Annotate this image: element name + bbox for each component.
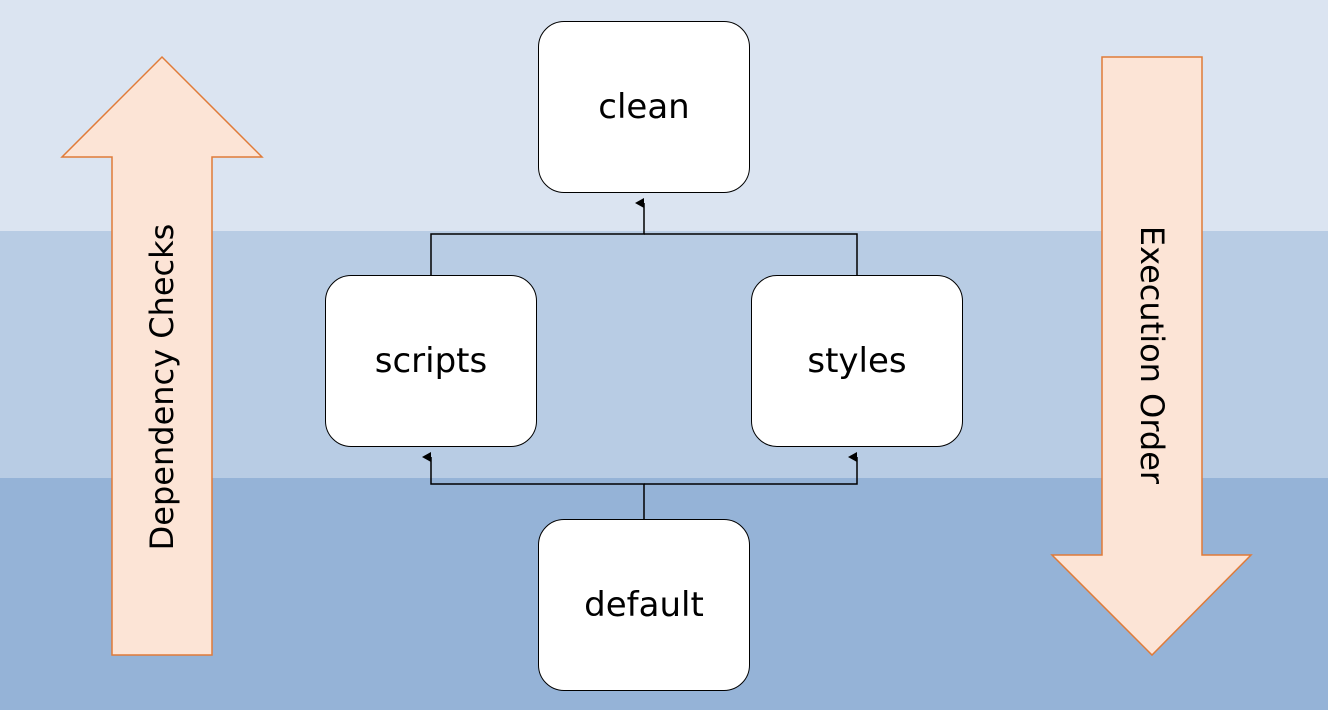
node-default: default	[538, 519, 750, 691]
node-styles: styles	[751, 275, 963, 447]
node-default-label: default	[584, 585, 704, 625]
execution-order-arrow	[1050, 56, 1253, 657]
node-clean: clean	[538, 21, 750, 193]
dependency-checks-label: Dependency Checks	[143, 223, 181, 551]
connector-default-to-scripts	[422, 452, 645, 519]
node-styles-label: styles	[807, 341, 907, 381]
connector-default-to-styles	[644, 452, 858, 485]
dependency-checks-arrow	[60, 55, 264, 656]
execution-order-label: Execution Order	[1133, 225, 1171, 485]
node-scripts: scripts	[325, 275, 537, 447]
connector-scripts-to-clean	[430, 198, 645, 275]
node-clean-label: clean	[598, 87, 690, 127]
connector-styles-to-clean	[644, 233, 858, 275]
node-scripts-label: scripts	[374, 341, 488, 381]
